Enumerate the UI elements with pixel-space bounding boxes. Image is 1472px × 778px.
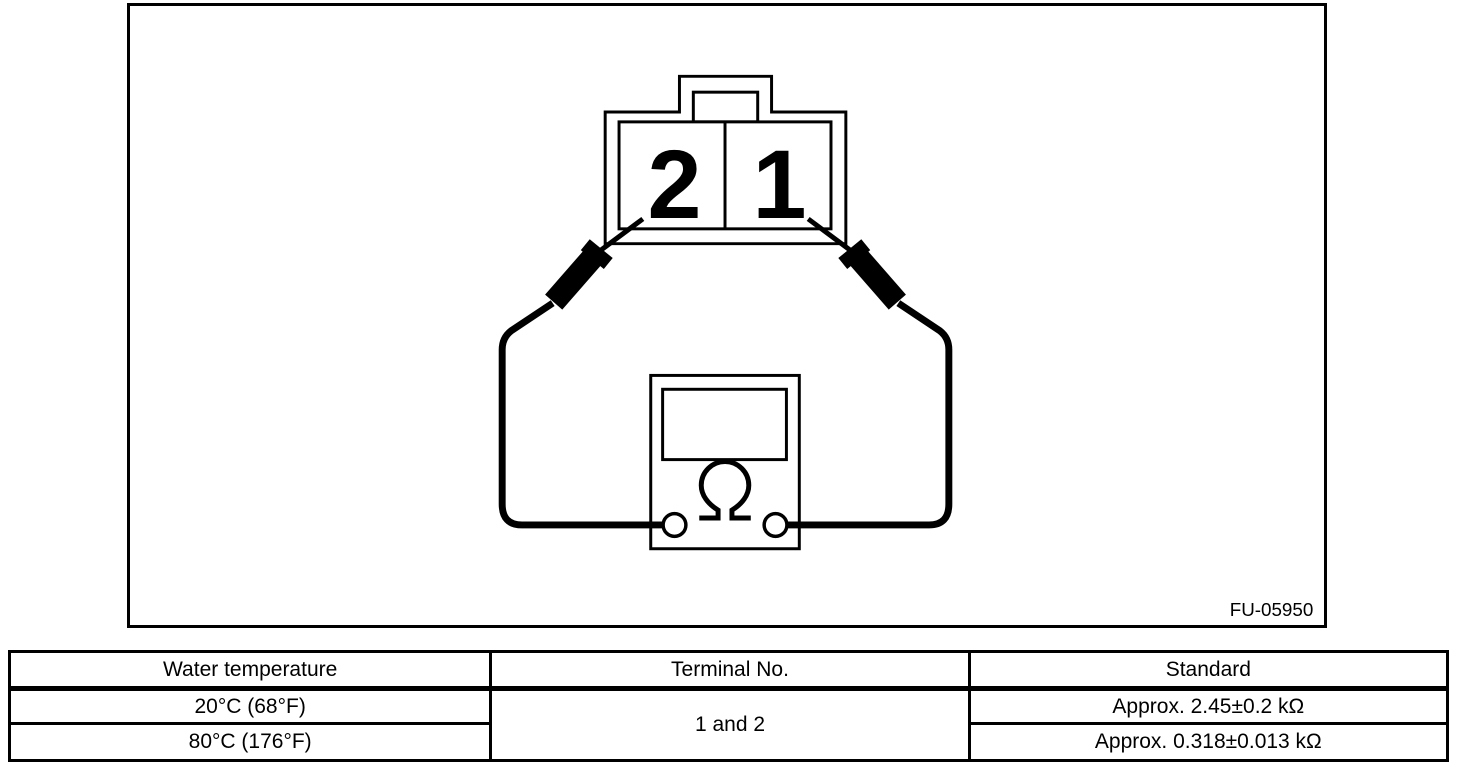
- ohmmeter-left-terminal: [661, 511, 688, 539]
- ohmmeter-display: [661, 387, 788, 462]
- water-temp-80c: 80°C (176°F): [11, 725, 490, 759]
- ohm-symbol-icon: [698, 459, 752, 521]
- left-probe-tip: [598, 216, 645, 253]
- resistance-check-diagram: 2 1 FU-05950: [498, 74, 1314, 620]
- connector-lock-tab: [691, 90, 760, 124]
- water-temp-20c: 20°C (68°F): [11, 691, 490, 725]
- terminal-2-label: 2: [648, 130, 702, 239]
- figure-code: FU-05950: [1230, 599, 1314, 620]
- connector-outer-outline: [603, 74, 848, 246]
- terminal-no-value: 1 and 2: [489, 691, 968, 759]
- header-terminal-no: Terminal No.: [489, 653, 968, 691]
- terminal-1-label: 1: [752, 130, 806, 239]
- standard-at-80c: Approx. 0.318±0.013 kΩ: [967, 725, 1446, 759]
- right-probe-tip: [806, 216, 853, 253]
- header-water-temperature: Water temperature: [11, 653, 490, 691]
- spec-table: Water temperature Terminal No. Standard …: [8, 650, 1449, 762]
- right-lead-wire: [785, 300, 953, 529]
- standard-at-20c: Approx. 2.45±0.2 kΩ: [967, 691, 1446, 725]
- right-probe-body: [848, 248, 906, 310]
- left-lead-wire: [498, 300, 666, 529]
- figure-frame: 2 1 FU-05950: [127, 3, 1327, 628]
- left-probe-body: [545, 248, 603, 310]
- header-standard: Standard: [967, 653, 1446, 691]
- ohmmeter-right-terminal: [762, 511, 789, 539]
